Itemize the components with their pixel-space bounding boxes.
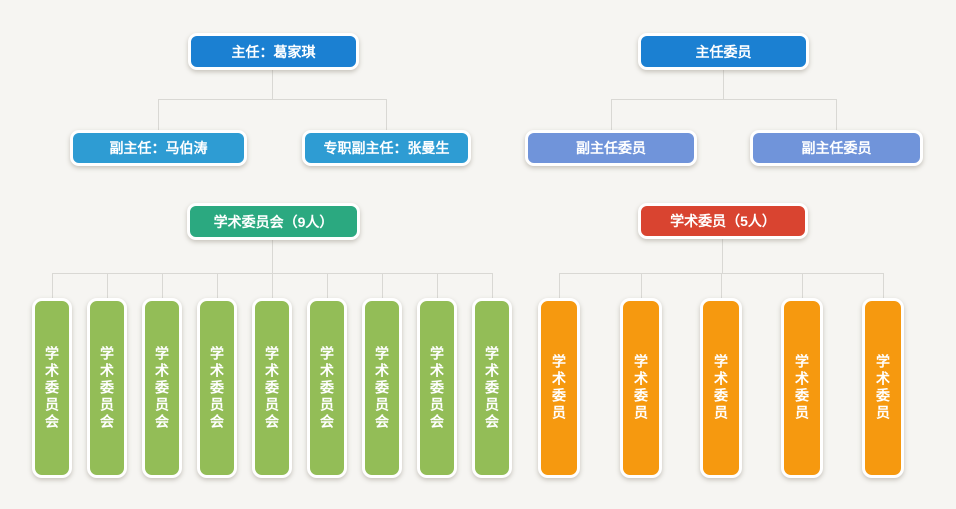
- connector-line: [802, 273, 803, 298]
- connector-line: [386, 99, 387, 130]
- connector-line: [382, 273, 383, 298]
- connector-line: [158, 99, 159, 130]
- connector-line: [52, 273, 53, 298]
- node-academic-committee-member: 学术委员会: [32, 298, 72, 478]
- node-academic-committee-member: 学术委员会: [472, 298, 512, 478]
- connector-line: [611, 99, 837, 100]
- node-academic-committee-member: 学术委员会: [87, 298, 127, 478]
- node-academic-committee-header: 学术委员会（9人）: [187, 203, 360, 240]
- connector-line: [883, 273, 884, 298]
- connector-line: [559, 273, 560, 298]
- connector-line: [721, 273, 722, 298]
- node-academic-member: 学术委员: [862, 298, 904, 478]
- connector-line: [722, 239, 723, 273]
- node-director: 主任：葛家琪: [188, 33, 359, 70]
- node-academic-committee-member: 学术委员会: [197, 298, 237, 478]
- node-deputy-director: 副主任：马伯涛: [70, 130, 247, 166]
- node-chief-commissioner: 主任委员: [638, 33, 809, 70]
- connector-line: [327, 273, 328, 298]
- connector-line: [272, 240, 273, 273]
- node-academic-committee-member: 学术委员会: [307, 298, 347, 478]
- node-academic-member: 学术委员: [538, 298, 580, 478]
- node-academic-member: 学术委员: [781, 298, 823, 478]
- connector-line: [162, 273, 163, 298]
- connector-line: [272, 70, 273, 99]
- node-academic-member: 学术委员: [620, 298, 662, 478]
- connector-line: [437, 273, 438, 298]
- node-academic-committee-member: 学术委员会: [142, 298, 182, 478]
- node-academic-committee-member: 学术委员会: [417, 298, 457, 478]
- node-fulltime-deputy-director: 专职副主任：张曼生: [302, 130, 471, 166]
- connector-line: [492, 273, 493, 298]
- node-deputy-commissioner: 副主任委员: [525, 130, 697, 166]
- connector-line: [107, 273, 108, 298]
- connector-line: [217, 273, 218, 298]
- connector-line: [723, 70, 724, 99]
- connector-line: [272, 273, 273, 298]
- connector-line: [641, 273, 642, 298]
- node-academic-committee-member: 学术委员会: [362, 298, 402, 478]
- node-academic-committee-member: 学术委员会: [252, 298, 292, 478]
- node-academic-member-header: 学术委员（5人）: [638, 203, 808, 239]
- connector-line: [836, 99, 837, 130]
- connector-line: [158, 99, 387, 100]
- node-academic-member: 学术委员: [700, 298, 742, 478]
- connector-line: [611, 99, 612, 130]
- node-deputy-commissioner: 副主任委员: [750, 130, 923, 166]
